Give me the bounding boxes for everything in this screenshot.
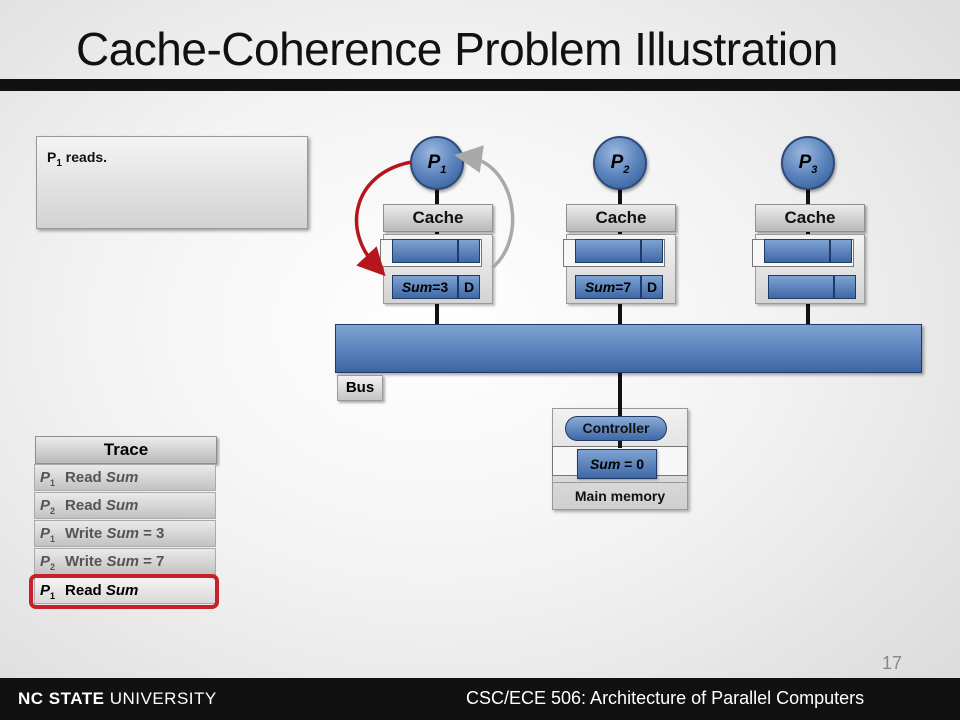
trace-row-2: P2 Read Sum	[34, 492, 216, 519]
bus-label: Bus	[337, 375, 383, 401]
cache-p3-label: Cache	[755, 204, 865, 232]
processor-p2-label: P	[610, 152, 624, 173]
logo-thin: UNIVERSITY	[104, 689, 217, 708]
step-note: P1 reads.	[36, 136, 308, 229]
cache-p3	[752, 234, 865, 304]
note-text: reads.	[61, 149, 108, 165]
cache-p2-var: Sum	[584, 279, 616, 295]
cache-p1-line1-state	[458, 239, 480, 263]
course-title: CSC/ECE 506: Architecture of Parallel Co…	[466, 688, 865, 708]
cache-p1-line1-data	[392, 239, 458, 263]
memory-controller: Controller	[565, 416, 667, 441]
note-processor: P	[47, 149, 57, 165]
cache-p2-line1-state	[641, 239, 663, 263]
trace-row-4-var: Sum	[106, 553, 139, 570]
processor-p2-sub: 2	[623, 163, 630, 176]
cache-p1-state: D	[463, 279, 475, 295]
trace-row-2-var: Sum	[105, 497, 139, 514]
trace-row-1-sub: 1	[50, 478, 56, 488]
processor-p1-sub: 1	[440, 163, 447, 176]
processor-p3-label: P	[798, 152, 812, 173]
memory-value: Sum = 0	[577, 449, 657, 479]
trace-row-5-p: P	[40, 582, 51, 599]
university-logo: NC STATE UNIVERSITY	[18, 689, 217, 709]
cache-p2-label: Cache	[566, 204, 676, 232]
slide-title: Cache-Coherence Problem Illustration	[76, 23, 838, 75]
current-step-highlight	[29, 574, 219, 609]
main-memory-label: Main memory	[552, 482, 688, 508]
trace-row-2-sub: 2	[50, 506, 56, 516]
cache-p3-line2-state	[834, 275, 856, 299]
processor-p3: P3	[781, 136, 835, 190]
title-rule	[0, 79, 960, 91]
trace-row-4-sub: 2	[50, 562, 56, 572]
trace-row-5-op: Read	[65, 582, 106, 599]
cache-p1-value: Sum=3	[393, 276, 457, 298]
cache-p3-line1-data	[764, 239, 830, 263]
cache-p3-line1-state	[830, 239, 852, 263]
trace-row-1: P1 Read Sum	[34, 464, 216, 491]
memory-eq: = 0	[620, 456, 645, 472]
trace-row-3-op: Write	[65, 525, 107, 542]
cache-p2: Sum=7 D	[563, 234, 676, 304]
memory-var: Sum	[589, 456, 621, 472]
cache-p2-line2-state: D	[641, 275, 663, 299]
trace-row-1-var: Sum	[105, 469, 139, 486]
processor-p1-label: P	[427, 152, 441, 173]
footer-bar	[0, 678, 960, 720]
trace-row-3: P1 Write Sum = 3	[34, 520, 216, 547]
cache-p1-eq: =3	[432, 279, 449, 295]
cache-p2-line2-data: Sum=7	[575, 275, 641, 299]
cache-p1: Sum=3 D	[380, 234, 493, 304]
bus	[335, 324, 922, 373]
trace-row-4-rest: = 7	[138, 553, 165, 570]
cache-p2-state: D	[646, 279, 658, 295]
logo-bold: NC STATE	[18, 689, 105, 708]
cache-p3-line2-data	[768, 275, 834, 299]
trace-row-3-var: Sum	[106, 525, 139, 542]
trace-row-2-p: P	[40, 497, 51, 514]
trace-row-3-rest: = 3	[138, 525, 165, 542]
trace-row-3-sub: 1	[50, 534, 56, 544]
processor-p1: P1	[410, 136, 464, 190]
trace-row-1-p: P	[40, 469, 51, 486]
cache-p2-value: Sum=7	[576, 276, 640, 298]
cache-p1-var: Sum	[401, 279, 433, 295]
trace-header: Trace	[35, 436, 217, 464]
page-number: 17	[882, 653, 903, 673]
trace-row-5-sub: 1	[50, 591, 56, 601]
cache-p2-eq: =7	[615, 279, 632, 295]
cache-p1-line2-state: D	[458, 275, 480, 299]
trace-row-4-op: Write	[65, 553, 107, 570]
trace-row-4-p: P	[40, 553, 51, 570]
trace-row-5-var: Sum	[105, 582, 139, 599]
note-processor-sub: 1	[56, 157, 62, 169]
cache-p1-line2-data: Sum=3	[392, 275, 458, 299]
processor-p2: P2	[593, 136, 647, 190]
cache-p1-label: Cache	[383, 204, 493, 232]
processor-p3-sub: 3	[811, 163, 818, 176]
trace-row-4: P2 Write Sum = 7	[34, 548, 216, 575]
trace-row-1-op: Read	[65, 469, 106, 486]
trace-row-3-p: P	[40, 525, 51, 542]
trace-row-2-op: Read	[65, 497, 106, 514]
cache-p2-line1-data	[575, 239, 641, 263]
